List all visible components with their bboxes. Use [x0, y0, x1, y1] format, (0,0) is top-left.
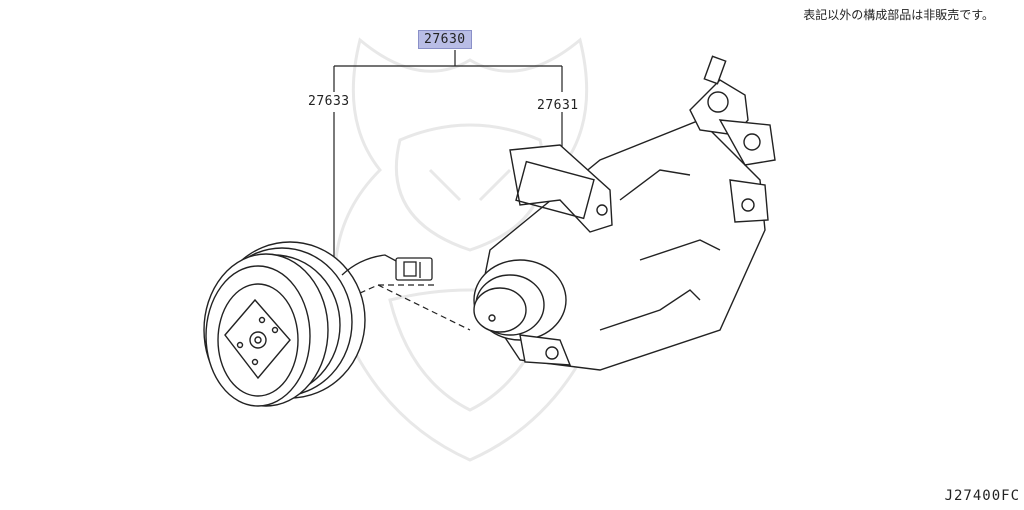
clutch-pulley: [203, 241, 366, 407]
clutch-wire: [341, 254, 433, 281]
callout-27630[interactable]: 27630: [418, 30, 472, 49]
non-sale-note: 表記以外の構成部品は非販売です。: [803, 8, 994, 22]
compressor-body: [473, 55, 776, 371]
diagram-id: J27400FC: [944, 488, 1020, 504]
callout-27631[interactable]: 27631: [537, 98, 579, 113]
callout-27633[interactable]: 27633: [308, 94, 350, 109]
